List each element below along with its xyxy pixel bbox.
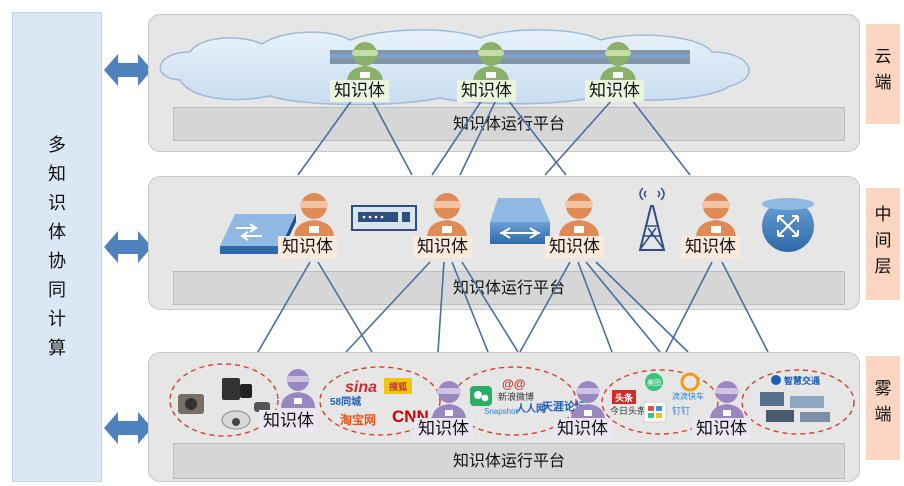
svg-text:今日头条: 今日头条: [610, 405, 646, 416]
left-bar-title: 多 知 识 体 协 同 计 算: [48, 135, 66, 359]
middle-double-arrow-icon: [104, 231, 152, 263]
svg-text:头条: 头条: [615, 392, 634, 403]
middle-platform: 知识体运行平台: [173, 271, 845, 305]
middle-agent-4-label: 知识体: [681, 236, 740, 258]
fog-agent-4-label: 知识体: [692, 418, 751, 440]
cloud-agent-1-icon: [347, 42, 383, 82]
fog-agent-2-label: 知识体: [414, 418, 473, 440]
svg-text:搜狐: 搜狐: [389, 381, 407, 392]
middle-agent-3-icon: [559, 193, 599, 238]
middle-agent-2-label: 知识体: [413, 236, 472, 258]
media-logos-icon: sina 搜狐 58同城 淘宝网 CNN: [330, 378, 429, 427]
svg-text:Snapshot: Snapshot: [484, 407, 519, 416]
cloud-agent-2-label: 知识体: [457, 80, 516, 102]
middle-agent-1-icon: [294, 193, 334, 238]
middle-side-label: 中间层: [866, 188, 900, 300]
social-app-logos-icon: @@ 新浪微博 人人网 天涯论坛 Snapshot: [470, 377, 586, 416]
camera-sensors-icon: [178, 378, 270, 430]
svg-text:滴滴快车: 滴滴快车: [672, 391, 704, 401]
cloud-double-arrow-icon: [104, 54, 152, 86]
svg-text:淘宝网: 淘宝网: [340, 412, 376, 427]
cloud-side-label: 云端: [866, 24, 900, 124]
middle-agent-4-icon: [696, 193, 736, 238]
svg-text:钉钉: 钉钉: [672, 406, 690, 416]
cloud-shape: [159, 29, 750, 106]
router-round-icon: [762, 198, 814, 252]
cloud-agent-2-icon: [473, 42, 509, 82]
traffic-logos-icon: 智慧交通: [760, 375, 830, 422]
cloud-agent-3-label: 知识体: [585, 80, 644, 102]
fog-platform: 知识体运行平台: [173, 443, 845, 479]
svg-text:新浪微博: 新浪微博: [498, 391, 534, 402]
fog-agent-3-icon: [571, 381, 605, 420]
mobile-app-logos-icon: 美团 头条 今日头条 滴滴快车 钉钉: [610, 372, 704, 423]
cloud-agent-1-label: 知识体: [330, 80, 389, 102]
middle-agent-3-label: 知识体: [545, 236, 604, 258]
fog-agent-1-label: 知识体: [259, 410, 318, 432]
middle-fog-links: [257, 261, 769, 353]
fog-agent-3-label: 知识体: [553, 418, 612, 440]
svg-text:58同城: 58同城: [330, 395, 361, 408]
firewall-appliance-icon: [351, 205, 417, 231]
left-bar: 多 知 识 体 协 同 计 算: [12, 12, 102, 482]
svg-text:@@: @@: [502, 377, 525, 391]
fog-double-arrow-icon: [104, 412, 152, 444]
fog-agent-2-icon: [432, 381, 466, 420]
fog-side-label: 雾端: [866, 356, 900, 460]
cloud-agent-3-icon: [600, 42, 636, 82]
svg-text:sina: sina: [345, 379, 377, 396]
cloud-platform: 知识体运行平台: [173, 107, 845, 141]
middle-agent-2-icon: [427, 193, 467, 238]
wireless-tower-icon: [638, 187, 666, 251]
fog-agent-1-icon: [281, 369, 315, 408]
svg-text:美团: 美团: [647, 378, 661, 387]
fog-agent-4-icon: [710, 381, 744, 420]
svg-text:人人网: 人人网: [516, 402, 546, 415]
router-device-icon: [490, 198, 550, 244]
cloud-middle-links: [297, 99, 691, 176]
middle-agent-1-label: 知识体: [278, 236, 337, 258]
svg-text:智慧交通: 智慧交通: [784, 375, 820, 386]
